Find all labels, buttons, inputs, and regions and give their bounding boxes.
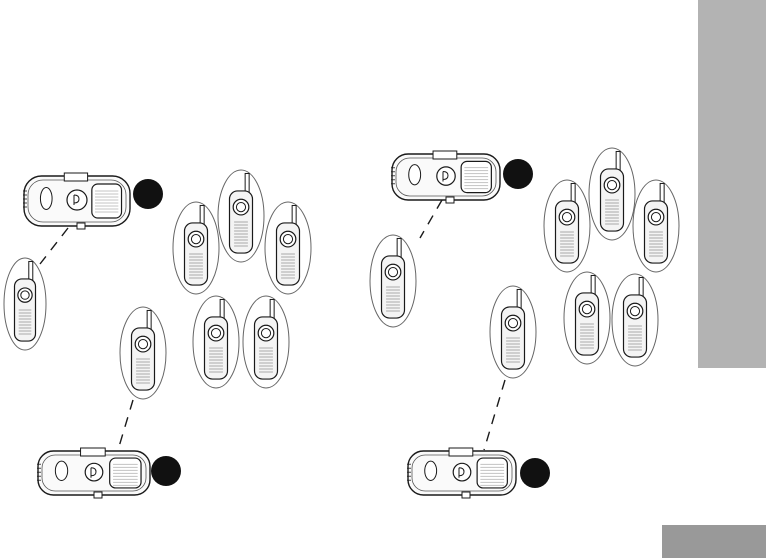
- handset-unit: [633, 180, 679, 272]
- black-dot-marker: [151, 456, 181, 486]
- handset-unit: [544, 180, 590, 272]
- handset-unit: [120, 307, 166, 399]
- handset-unit: [243, 296, 289, 388]
- charger-dock-icon: [407, 448, 516, 498]
- handset-unit: [4, 258, 46, 350]
- right-diagram: [370, 148, 679, 498]
- handset-unit: [564, 272, 610, 364]
- handset-unit: [218, 170, 264, 262]
- handset-unit: [370, 235, 416, 327]
- handset-unit: [265, 202, 311, 294]
- handset-unit: [589, 148, 635, 240]
- handset-unit: [490, 286, 536, 378]
- handset-unit: [612, 274, 658, 366]
- charger-dock-icon: [23, 173, 130, 229]
- handset-unit: [173, 202, 219, 294]
- link-line: [118, 400, 133, 450]
- charger-dock-icon: [37, 448, 150, 498]
- black-dot-marker: [503, 159, 533, 189]
- link-line: [420, 200, 442, 238]
- handset-unit: [193, 296, 239, 388]
- left-diagram: [4, 170, 311, 498]
- black-dot-marker: [133, 179, 163, 209]
- link-line: [40, 228, 68, 264]
- black-dot-marker: [520, 458, 550, 488]
- charger-dock-icon: [391, 151, 500, 203]
- link-line: [484, 380, 505, 450]
